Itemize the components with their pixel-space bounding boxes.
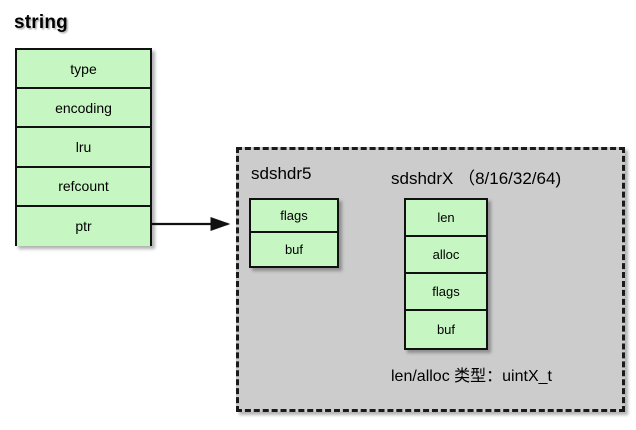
field-row: buf	[406, 311, 486, 348]
field-label: type	[70, 60, 97, 77]
sds-type-note: len/alloc 类型：uintX_t	[391, 368, 552, 385]
field-label: refcount	[58, 178, 109, 195]
pointer-arrow-icon	[150, 216, 231, 232]
field-label: len	[437, 210, 455, 225]
field-row: encoding	[17, 89, 150, 129]
field-row: flags	[251, 200, 337, 233]
field-row: type	[17, 50, 150, 90]
field-label: buf	[436, 322, 456, 337]
field-row: ptr	[17, 206, 150, 246]
sdshdrx-label: sdshdrX （8/16/32/64)	[391, 169, 562, 188]
field-label: buf	[284, 242, 304, 257]
field-label: flags	[432, 284, 460, 299]
string-struct-table: type encoding lru refcount ptr	[15, 48, 152, 246]
field-label: alloc	[432, 247, 460, 262]
field-row: alloc	[406, 237, 486, 274]
field-row: len	[406, 200, 486, 237]
field-label: flags	[280, 208, 308, 223]
sdshdr5-table: flags buf	[249, 198, 339, 268]
field-row: lru	[17, 128, 150, 168]
field-row: buf	[251, 233, 337, 266]
sdshdr5-label: sdshdr5	[251, 164, 312, 183]
field-label: lru	[75, 138, 92, 155]
field-row: refcount	[17, 167, 150, 207]
field-label: ptr	[75, 218, 92, 235]
sdshdrx-table: len alloc flags buf	[404, 198, 488, 350]
field-row: flags	[406, 274, 486, 311]
page-title: string	[14, 12, 68, 33]
field-label: encoding	[55, 99, 112, 116]
